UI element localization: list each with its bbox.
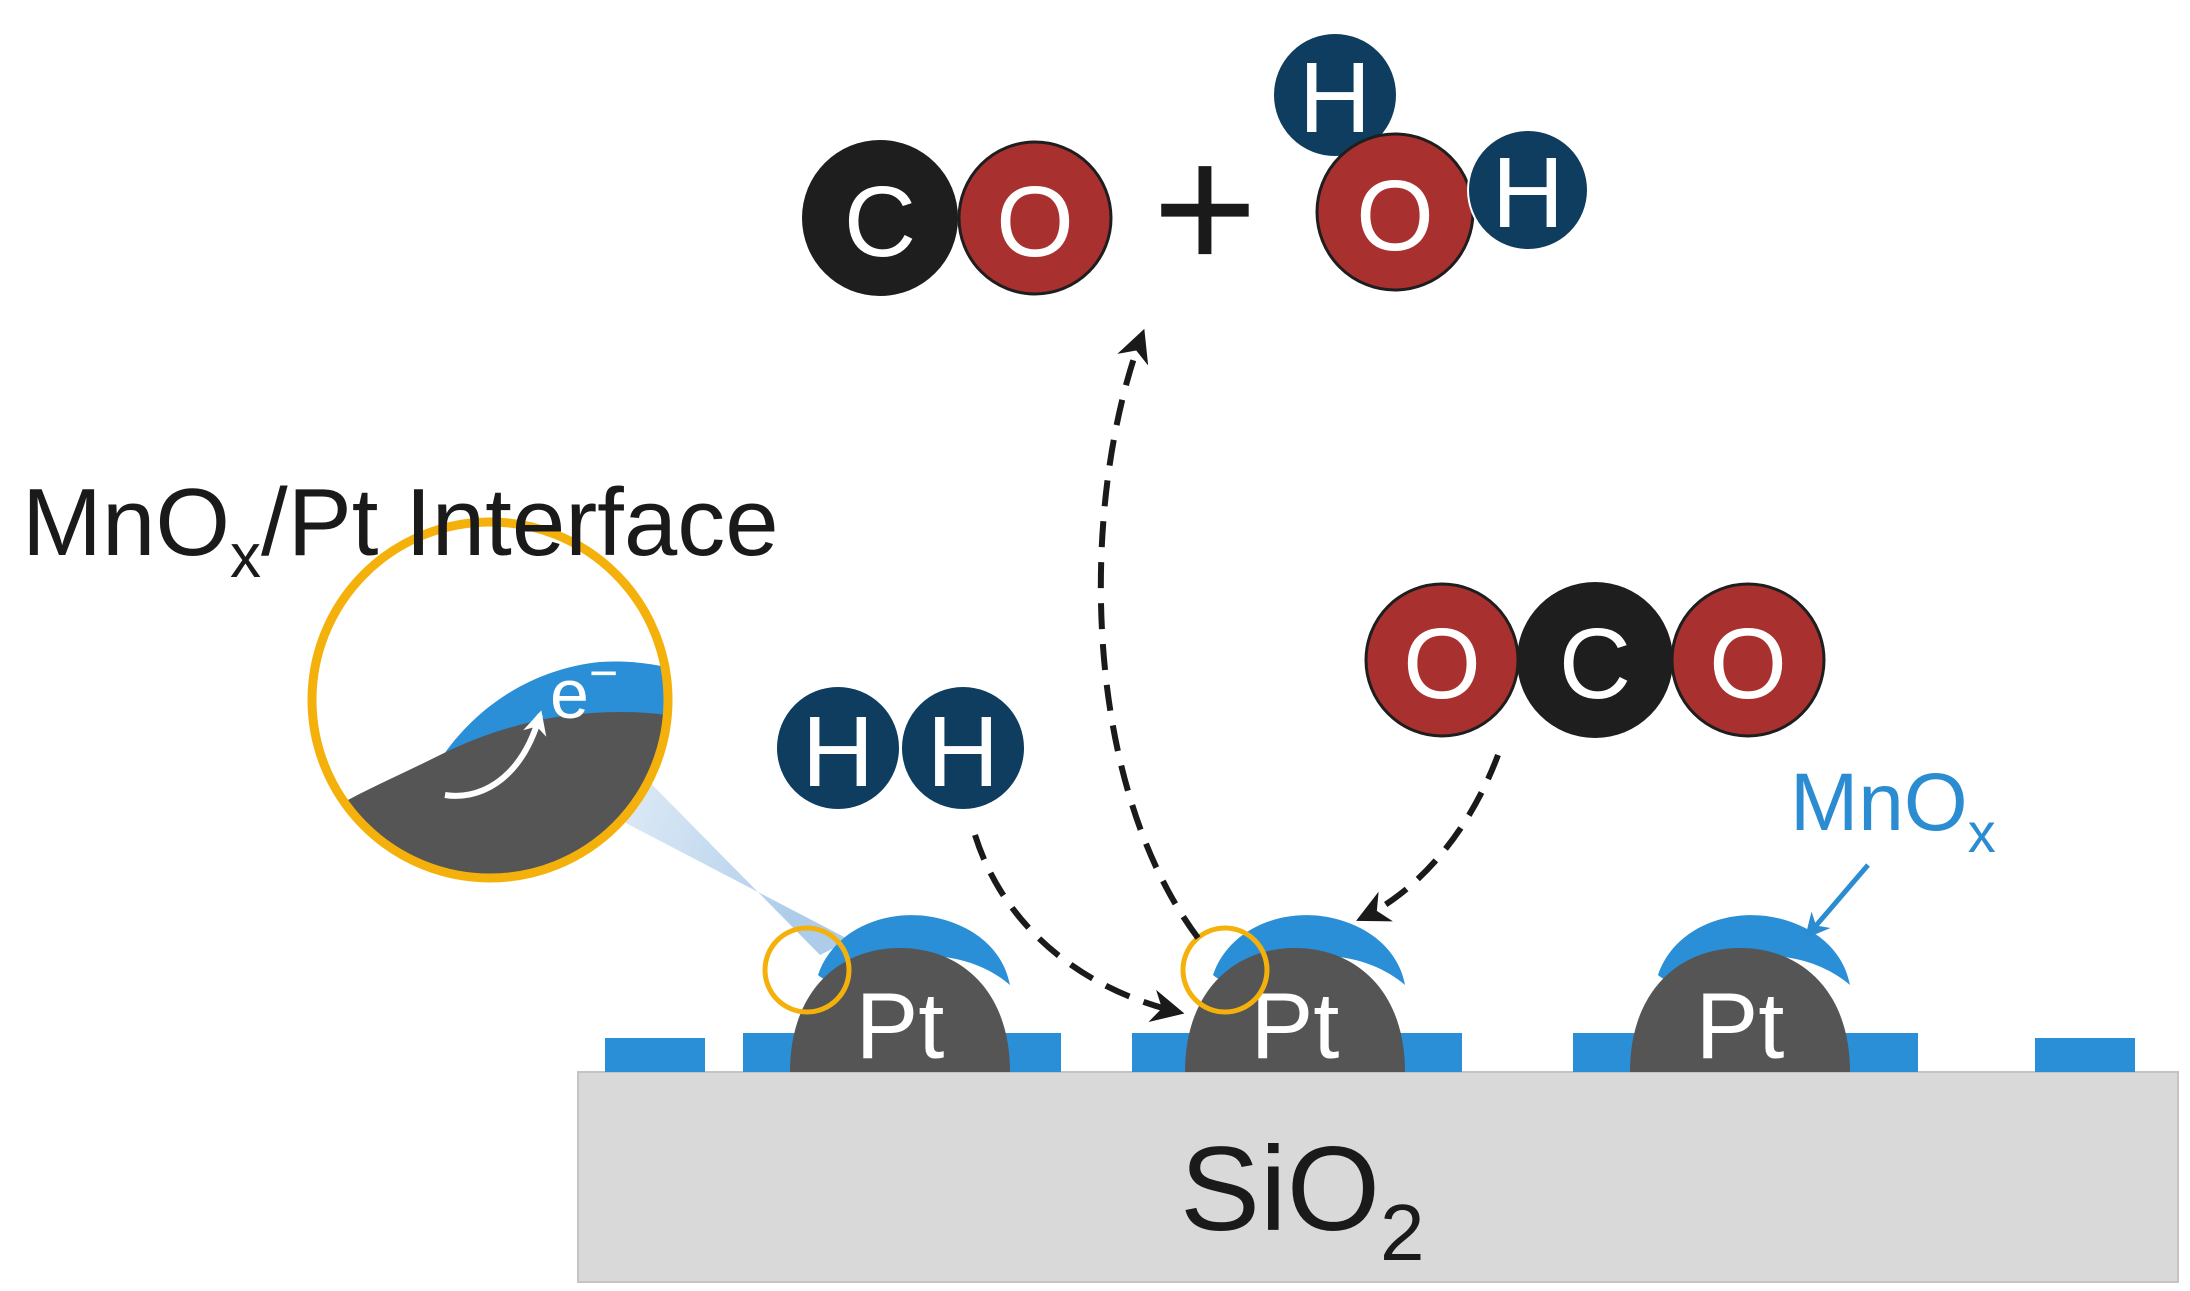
substrate-label: SiO2 xyxy=(1180,1122,1425,1277)
zoom-inset: e− xyxy=(307,517,673,883)
interface-title-main: MnO xyxy=(22,469,230,576)
sio2-substrate xyxy=(577,1071,2179,1283)
pt-particle-2: Pt xyxy=(1185,915,1405,1078)
plus-sign: + xyxy=(1152,108,1257,309)
co2-adsorption-arrow xyxy=(1356,753,1501,922)
atom-label: H xyxy=(1299,42,1371,154)
atom-label: O xyxy=(1403,608,1481,720)
mnox-label-main: MnO xyxy=(1790,757,1968,848)
atom-label: H xyxy=(927,696,999,808)
h2-molecule: H H xyxy=(775,685,1026,811)
atom-label: O xyxy=(1709,608,1787,720)
interface-highlight-ring xyxy=(1180,925,1270,1015)
oxygen-atom xyxy=(957,140,1113,296)
interface-title-sub: x xyxy=(230,522,261,591)
pt-dome xyxy=(1185,948,1405,1072)
oxygen-atom xyxy=(1670,582,1826,738)
pt-dome xyxy=(1630,948,1850,1072)
pt-label: Pt xyxy=(1251,973,1340,1078)
pt-label: Pt xyxy=(1696,973,1785,1078)
mnox-label-sub: x xyxy=(1968,801,1996,864)
atom-label: H xyxy=(1492,137,1564,249)
electron-charge: − xyxy=(589,645,618,701)
mnox-label: MnOx xyxy=(1790,757,1996,864)
electron-transfer-arrow xyxy=(444,710,547,799)
co-molecule: C O xyxy=(802,140,1113,296)
carbon-atom xyxy=(802,140,958,296)
electron-symbol: e xyxy=(550,655,589,733)
h2-adsorption-arrow xyxy=(972,834,1185,1022)
interface-title: MnOx/Pt Interface xyxy=(22,469,779,591)
pt-particle-1: Pt xyxy=(790,915,1010,1078)
interface-highlight-ring xyxy=(762,925,852,1015)
product-desorption-arrow xyxy=(1097,328,1201,940)
substrate-label-sub: 2 xyxy=(1380,1188,1425,1277)
pt-label: Pt xyxy=(856,973,945,1078)
mnox-pointer-arrow xyxy=(1804,863,1870,939)
mnox-strip xyxy=(605,1038,705,1072)
atom-label: C xyxy=(1559,608,1631,720)
co2-molecule: O C O xyxy=(1364,582,1826,738)
hydrogen-atom xyxy=(1467,129,1589,251)
atom-label: C xyxy=(844,166,916,278)
carbon-atom xyxy=(1517,582,1673,738)
pt-dome xyxy=(790,948,1010,1072)
hydrogen-atom xyxy=(900,685,1026,811)
atom-label: O xyxy=(996,166,1074,278)
electron-label: e− xyxy=(550,645,618,733)
atom-label: H xyxy=(802,696,874,808)
mnox-strip xyxy=(2035,1038,2135,1072)
hydrogen-atom xyxy=(1272,32,1398,158)
substrate-label-main: SiO xyxy=(1180,1122,1380,1256)
interface-title-rest: /Pt Interface xyxy=(261,469,779,576)
water-molecule: H O H xyxy=(1272,32,1589,292)
atom-label: O xyxy=(1356,160,1434,272)
pt-particle-3: Pt xyxy=(1630,915,1850,1078)
